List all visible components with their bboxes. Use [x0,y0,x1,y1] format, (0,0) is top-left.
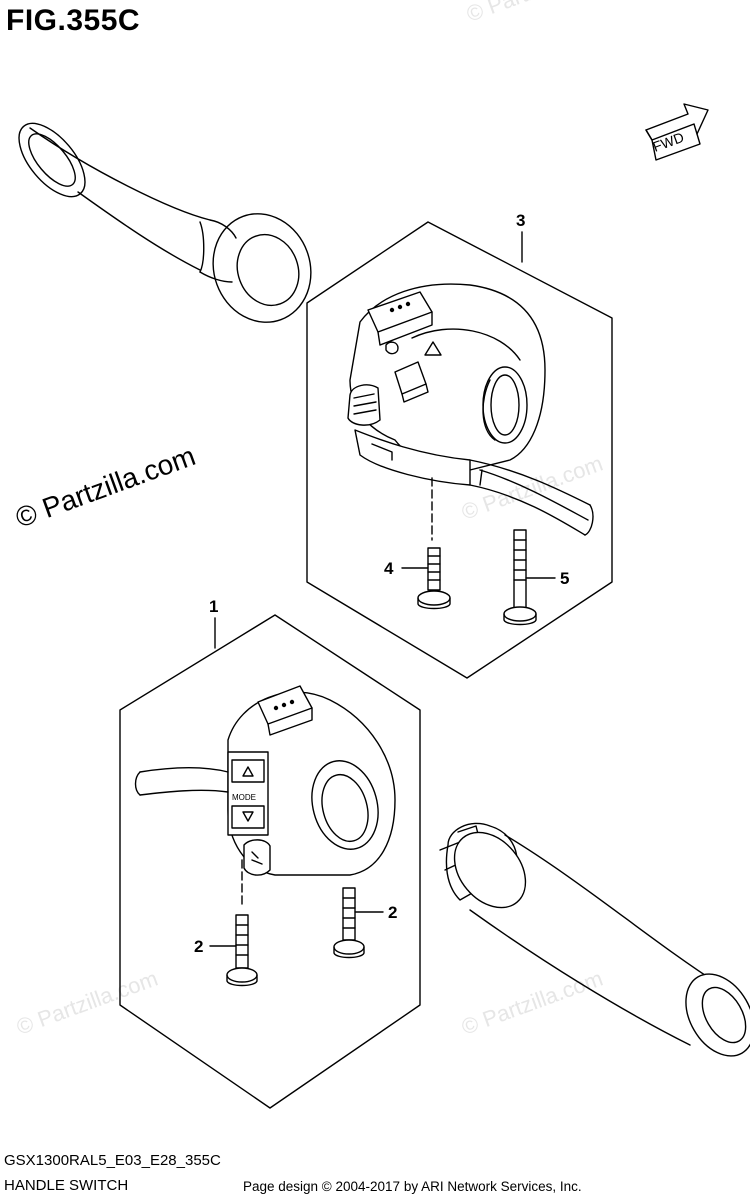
throttle-grip [439,822,750,1057]
watermark-faint: © Partzilla.com [458,966,606,1040]
watermark-faint: © Partzilla.com [463,0,611,27]
page-credit: Page design © 2004-2017 by ARI Network S… [243,1179,582,1194]
screw-2-right [333,887,365,959]
left-handle-switch: MODE [134,685,396,876]
callout-4: 4 [384,559,394,578]
assembly-box-3 [306,221,613,679]
model-code: GSX1300RAL5_E03_E28_355C [4,1152,221,1169]
screw-5 [503,529,537,626]
callout-3: 3 [516,211,525,230]
right-handle-switch [347,283,594,536]
callout-5: 5 [560,569,569,588]
callout-2: 2 [194,937,203,956]
watermark-main: © Partzilla.com [11,440,199,534]
figure-title: FIG.355C [6,4,141,37]
screw-2-left [226,914,258,987]
callout-2: 2 [388,903,397,922]
assembly-box-1 [119,614,421,1109]
watermark-faint: © Partzilla.com [13,966,161,1040]
fwd-arrow-icon: FWD [645,103,709,161]
mode-label: MODE [232,793,256,802]
callout-1: 1 [209,597,218,616]
screw-4 [417,547,451,610]
left-handlebar-grip [18,122,312,323]
part-name: HANDLE SWITCH [4,1177,129,1194]
